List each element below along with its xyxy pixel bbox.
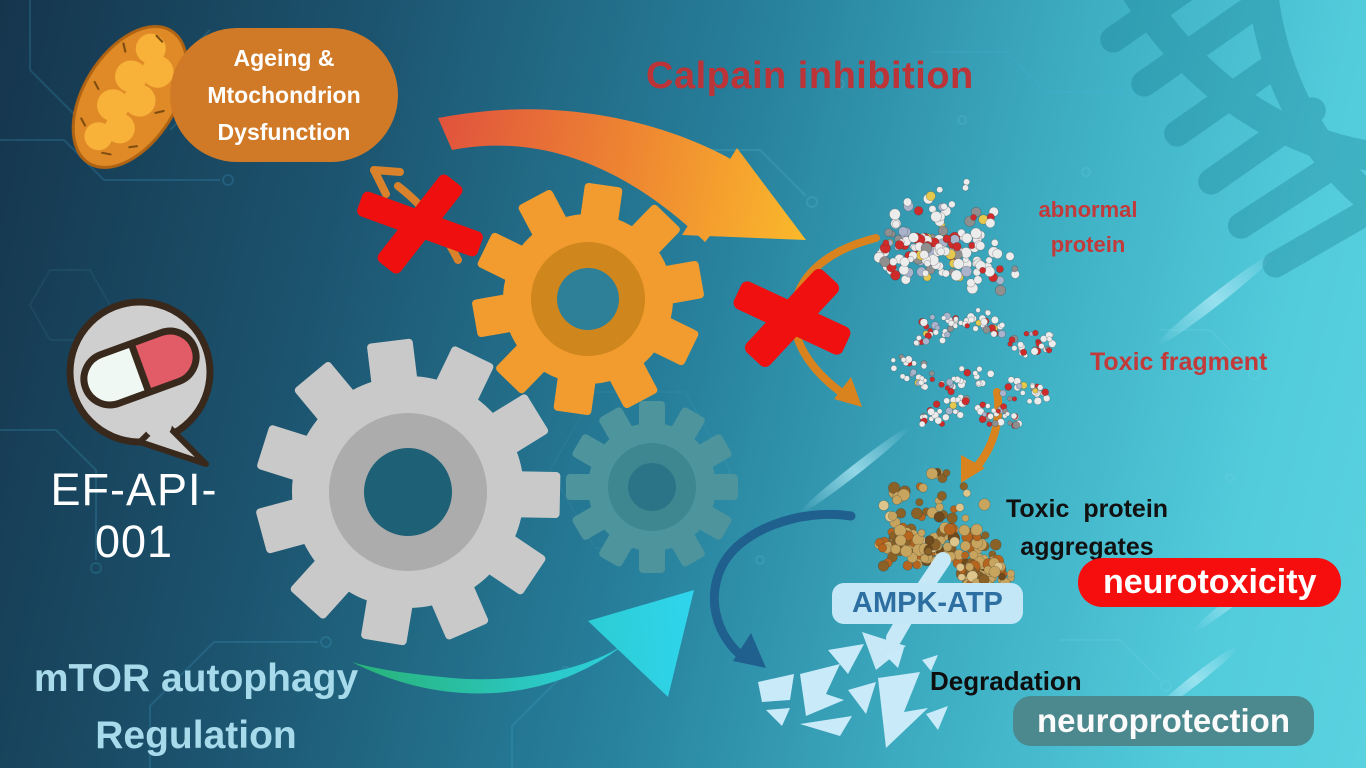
feedback-arrow-icon — [709, 509, 856, 668]
neuroprotection-badge: neuroprotection — [1013, 696, 1314, 746]
calpain-inhibition-title: Calpain inhibition — [646, 55, 974, 97]
mitochondrion-icon — [71, 25, 189, 169]
red-cross-icon — [357, 174, 483, 274]
calpain-arrow-icon — [438, 109, 806, 242]
toxic-aggregates-label: Toxic protein aggregates — [1005, 495, 1169, 561]
gears-group — [256, 182, 738, 646]
bubble-line: Mtochondrion — [207, 81, 361, 108]
toxic-fragment-molecules — [890, 307, 1057, 430]
degradation-label: Degradation — [930, 666, 1082, 696]
bubble-line: Ageing & — [233, 44, 335, 71]
degraded-fragments — [758, 644, 948, 748]
pill-speech-bubble-icon — [66, 298, 214, 467]
mtor-arrow-icon — [352, 590, 694, 697]
drug-name-label: EF-API-001 — [50, 464, 218, 567]
mtor-regulation-label: mTOR autophagy Regulation — [33, 657, 359, 757]
gear-icon — [566, 401, 738, 573]
ageing-dysfunction-bubble: Ageing & Mtochondrion Dysfunction — [170, 28, 398, 162]
red-cross-icon — [733, 269, 851, 367]
bubble-line: Dysfunction — [217, 118, 351, 145]
toxic-fragment-label: Toxic fragment — [1090, 348, 1268, 376]
gear-icon — [472, 182, 704, 416]
abnormal-protein-label: abnormal protein — [1038, 197, 1138, 257]
pill-icon — [80, 327, 200, 409]
abnormal-protein-molecule — [873, 178, 1020, 296]
dna-helix-icon — [1100, 0, 1366, 278]
neurotoxicity-badge: neurotoxicity — [1078, 558, 1342, 607]
gear-icon — [256, 338, 561, 646]
ampk-atp-badge: AMPK-ATP — [832, 583, 1023, 624]
